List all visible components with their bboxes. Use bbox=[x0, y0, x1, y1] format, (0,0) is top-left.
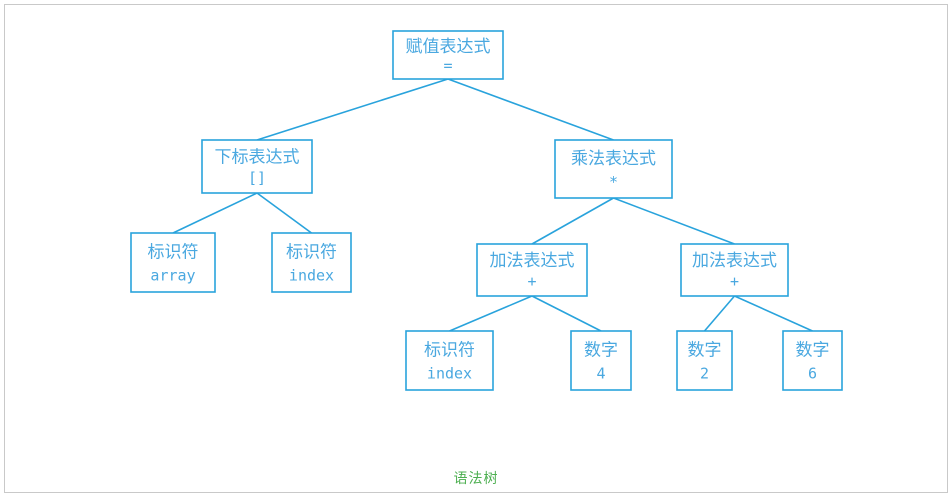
tree-node-assign[interactable]: 赋值表达式= bbox=[392, 30, 504, 80]
node-label-secondary-id-array: array bbox=[150, 267, 195, 285]
node-box-num-6 bbox=[782, 330, 843, 391]
tree-edge-multiply-to-add-left bbox=[531, 197, 614, 245]
tree-edge-multiply-to-add-right bbox=[613, 197, 735, 245]
node-label-primary-assign: 赋值表达式 bbox=[406, 37, 491, 57]
tree-edge-assign-to-subscript bbox=[256, 78, 449, 141]
tree-edges bbox=[172, 78, 813, 332]
node-label-secondary-num-4: 4 bbox=[596, 365, 605, 383]
tree-node-id-index[interactable]: 标识符 index bbox=[271, 232, 352, 293]
tree-edge-add-right-to-num-2 bbox=[703, 295, 736, 332]
tree-edge-add-left-to-id-index2 bbox=[449, 295, 533, 332]
tree-edge-add-right-to-num-6 bbox=[734, 295, 813, 332]
node-box-add-right bbox=[680, 243, 789, 297]
node-box-id-index2 bbox=[405, 330, 494, 391]
node-box-num-4 bbox=[570, 330, 632, 391]
node-box-id-index bbox=[271, 232, 352, 293]
tree-edge-assign-to-multiply bbox=[447, 78, 614, 141]
tree-node-num-2[interactable]: 数字 2 bbox=[676, 330, 733, 391]
tree-node-multiply[interactable]: 乘法表达式 * bbox=[554, 139, 673, 199]
node-label-secondary-assign: = bbox=[443, 57, 452, 75]
node-box-subscript bbox=[201, 139, 313, 194]
node-label-secondary-add-left: + bbox=[527, 272, 536, 290]
node-label-secondary-subscript: [] bbox=[248, 169, 266, 187]
node-label-primary-add-right: 加法表达式 bbox=[692, 251, 777, 271]
node-label-primary-multiply: 乘法表达式 bbox=[571, 149, 656, 169]
node-label-primary-id-array: 标识符 bbox=[148, 242, 199, 262]
node-box-assign bbox=[392, 30, 504, 80]
tree-node-num-4[interactable]: 数字 4 bbox=[570, 330, 632, 391]
node-label-secondary-id-index: index bbox=[289, 267, 334, 285]
node-label-primary-add-left: 加法表达式 bbox=[490, 251, 575, 271]
tree-nodes: 赋值表达式= 下标表达式 [] 乘法表达式 * 标识符 array 标识符 index 加法表达式… bbox=[130, 30, 843, 391]
node-label-primary-num-6: 数字 bbox=[796, 340, 830, 360]
tree-node-num-6[interactable]: 数字 6 bbox=[782, 330, 843, 391]
node-label-secondary-add-right: + bbox=[730, 272, 739, 290]
diagram-caption: 语法树 bbox=[453, 471, 499, 487]
node-label-secondary-id-index2: index bbox=[427, 365, 472, 383]
tree-node-subscript[interactable]: 下标表达式 [] bbox=[201, 139, 313, 194]
node-label-primary-subscript: 下标表达式 bbox=[215, 147, 300, 167]
tree-node-id-array[interactable]: 标识符 array bbox=[130, 232, 216, 293]
tree-edge-subscript-to-id-index bbox=[256, 192, 312, 234]
node-box-add-left bbox=[476, 243, 588, 297]
tree-node-id-index2[interactable]: 标识符 index bbox=[405, 330, 494, 391]
tree-edge-add-left-to-num-4 bbox=[531, 295, 602, 332]
node-box-multiply bbox=[554, 139, 673, 199]
node-box-id-array bbox=[130, 232, 216, 293]
node-label-primary-num-2: 数字 bbox=[688, 340, 722, 360]
tree-edge-subscript-to-id-array bbox=[172, 192, 258, 234]
tree-node-add-left[interactable]: 加法表达式+ bbox=[476, 243, 588, 297]
node-label-primary-id-index: 标识符 bbox=[286, 242, 337, 262]
node-label-primary-num-4: 数字 bbox=[584, 340, 618, 360]
node-box-num-2 bbox=[676, 330, 733, 391]
node-label-secondary-multiply: * bbox=[609, 173, 618, 191]
node-label-primary-id-index2: 标识符 bbox=[424, 340, 475, 360]
node-label-secondary-num-6: 6 bbox=[808, 365, 817, 383]
tree-node-add-right[interactable]: 加法表达式+ bbox=[680, 243, 789, 297]
node-label-secondary-num-2: 2 bbox=[700, 365, 709, 383]
